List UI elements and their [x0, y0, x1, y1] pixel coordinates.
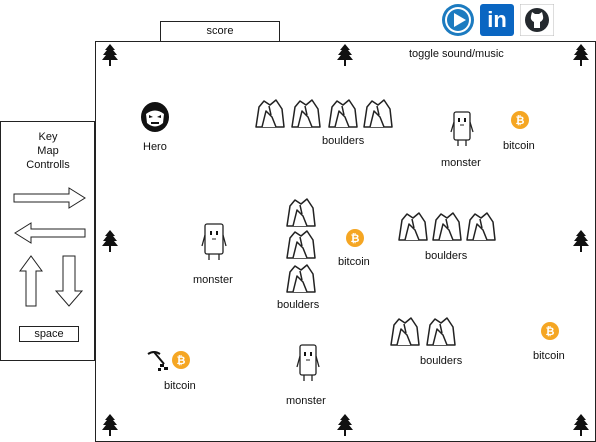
- arrow-up-icon[interactable]: [18, 255, 44, 307]
- bitcoin-label: bitcoin: [533, 350, 565, 362]
- bitcoin-label: bitcoin: [164, 380, 196, 392]
- tree-icon: [102, 414, 118, 436]
- space-key[interactable]: space: [19, 326, 79, 342]
- boulder-group: [397, 210, 501, 242]
- monster-icon[interactable]: [201, 222, 227, 262]
- key-title-line-2: Map: [37, 145, 59, 157]
- key-title-line-3: Controlls: [26, 159, 70, 171]
- boulders-label: boulders: [420, 355, 463, 367]
- arrow-right-icon[interactable]: [13, 186, 87, 210]
- boulders-label: boulders: [277, 299, 320, 311]
- pickaxe-icon[interactable]: [146, 350, 170, 372]
- tree-icon: [102, 44, 118, 66]
- hero-icon[interactable]: [140, 101, 170, 133]
- boulders-label: boulders: [425, 250, 468, 262]
- social-links: in: [440, 2, 560, 38]
- bitcoin-icon[interactable]: ₿: [511, 111, 529, 129]
- bitcoin-label: bitcoin: [338, 256, 370, 268]
- linkedin-icon[interactable]: in: [480, 4, 514, 36]
- toggle-sound-button[interactable]: toggle sound/music: [409, 48, 504, 60]
- svg-text:₿: ₿: [177, 355, 186, 367]
- svg-text:₿: ₿: [546, 326, 555, 338]
- key-title-line-1: Key: [38, 131, 58, 143]
- svg-text:₿: ₿: [351, 233, 360, 245]
- arrow-left-icon[interactable]: [13, 221, 87, 245]
- tree-icon: [573, 414, 589, 436]
- monster-label: monster: [441, 157, 481, 169]
- tree-icon: [102, 230, 118, 252]
- bitcoin-icon[interactable]: ₿: [346, 229, 364, 247]
- tree-icon: [337, 414, 353, 436]
- monster-label: monster: [193, 274, 233, 286]
- score-label: score: [206, 25, 234, 37]
- key-panel: Key Map Controlls space: [0, 121, 95, 361]
- boulder-group: [389, 315, 459, 347]
- play-icon[interactable]: [440, 2, 476, 38]
- monster-label: monster: [286, 395, 326, 407]
- tree-icon: [573, 44, 589, 66]
- arrow-down-icon[interactable]: [54, 255, 84, 307]
- boulder-group: [285, 196, 317, 296]
- boulders-label: boulders: [322, 135, 365, 147]
- hero-label: Hero: [143, 141, 167, 153]
- github-icon[interactable]: [520, 4, 554, 36]
- bitcoin-label: bitcoin: [503, 140, 535, 152]
- bitcoin-icon[interactable]: ₿: [172, 351, 190, 369]
- monster-icon[interactable]: [296, 343, 320, 383]
- monster-icon[interactable]: [450, 110, 474, 148]
- bitcoin-icon[interactable]: ₿: [541, 322, 559, 340]
- boulder-group: [254, 97, 394, 129]
- tree-icon: [573, 230, 589, 252]
- svg-text:₿: ₿: [516, 115, 525, 127]
- score-box: score: [160, 21, 280, 41]
- space-label: space: [34, 328, 64, 340]
- linkedin-text: in: [487, 7, 507, 32]
- tree-icon: [337, 44, 353, 66]
